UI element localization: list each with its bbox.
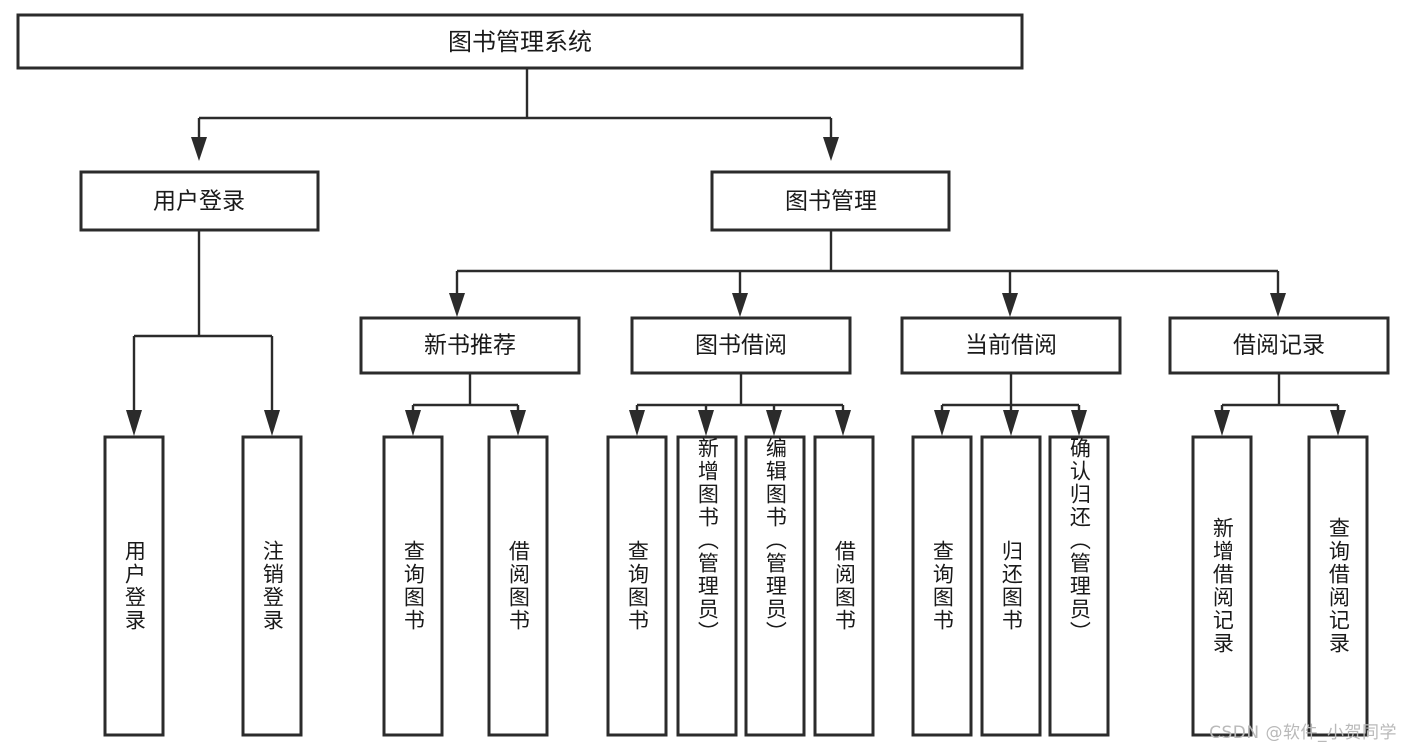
leaf-query-book-2-box[interactable]: [606, 435, 668, 737]
arrowhead-leaf-borrow-book-1: [510, 410, 526, 436]
edge-root-to-level2: [191, 68, 839, 161]
node-book-management-label: 图书管理: [785, 189, 877, 215]
arrowhead-current-borrow: [1002, 293, 1018, 317]
edge-borrow-record-to-leaves: [1214, 373, 1346, 436]
node-current-borrow-box[interactable]: [900, 316, 1122, 375]
leaf-return-book-box[interactable]: [980, 435, 1042, 737]
node-new-book-recommend[interactable]: 新书推荐: [359, 316, 581, 375]
node-book-borrow-label: 图书借阅: [695, 333, 787, 359]
arrowhead-leaf-query-book-3: [934, 410, 950, 436]
node-book-borrow-box[interactable]: [630, 316, 852, 375]
arrowhead-leaf-logout: [264, 410, 280, 436]
node-borrow-record-box[interactable]: [1168, 316, 1390, 375]
node-root-label: 图书管理系统: [448, 28, 592, 56]
arrowhead-leaf-borrow-book-2: [835, 410, 851, 436]
leaf-edit-book-box[interactable]: [744, 435, 806, 737]
leaf-query-record-box[interactable]: [1307, 435, 1369, 737]
arrowhead-leaf-query-record: [1330, 410, 1346, 436]
leaf-borrow-book-2-box[interactable]: [813, 435, 875, 737]
arrowhead-leaf-edit-book: [766, 410, 782, 436]
node-book-management[interactable]: 图书管理: [710, 170, 951, 232]
arrowhead-user-login: [191, 137, 207, 161]
watermark-text: CSDN @软件_小贺同学: [1209, 723, 1397, 743]
node-borrow-record-label: 借阅记录: [1233, 333, 1325, 359]
node-new-book-recommend-label: 新书推荐: [424, 333, 516, 359]
leaf-borrow-book-1-box[interactable]: [487, 435, 549, 737]
leaf-logout-box[interactable]: [241, 435, 303, 737]
arrowhead-leaf-confirm-return: [1071, 410, 1087, 436]
leaf-query-book-1-box[interactable]: [382, 435, 444, 737]
leaf-user-login-box[interactable]: [103, 435, 165, 737]
arrowhead-new-book-recommend: [449, 293, 465, 317]
leaf-add-book-box[interactable]: [676, 435, 738, 737]
arrowhead-book-management: [823, 137, 839, 161]
leaf-confirm-return-box[interactable]: [1048, 435, 1110, 737]
arrowhead-borrow-record: [1270, 293, 1286, 317]
arrowhead-leaf-return-book: [1003, 410, 1019, 436]
node-user-login-label: 用户登录: [153, 189, 245, 215]
node-new-book-recommend-box[interactable]: [359, 316, 581, 375]
edge-user-login-to-leaves: [126, 230, 280, 436]
node-book-borrow[interactable]: 图书借阅: [630, 316, 852, 375]
node-root-box[interactable]: [16, 13, 1024, 70]
edge-current-borrow-to-leaves: [934, 373, 1087, 436]
arrowhead-leaf-user-login: [126, 410, 142, 436]
node-borrow-record[interactable]: 借阅记录: [1168, 316, 1390, 375]
arrowhead-leaf-query-book-2: [629, 410, 645, 436]
node-current-borrow[interactable]: 当前借阅: [900, 316, 1122, 375]
node-book-management-box[interactable]: [710, 170, 951, 232]
leaf-add-record-box[interactable]: [1191, 435, 1253, 737]
edge-book-borrow-to-leaves: [629, 373, 851, 436]
arrowhead-leaf-query-book-1: [405, 410, 421, 436]
node-user-login[interactable]: 用户登录: [79, 170, 320, 232]
edge-book-management-to-level3: [449, 230, 1286, 317]
node-root[interactable]: 图书管理系统: [16, 13, 1024, 70]
arrowhead-book-borrow: [732, 293, 748, 317]
arrowhead-leaf-add-record: [1214, 410, 1230, 436]
node-current-borrow-label: 当前借阅: [965, 333, 1057, 359]
leaf-query-book-3-box[interactable]: [911, 435, 973, 737]
arrowhead-leaf-add-book: [698, 410, 714, 436]
edge-new-book-recommend-to-leaves: [405, 373, 526, 436]
